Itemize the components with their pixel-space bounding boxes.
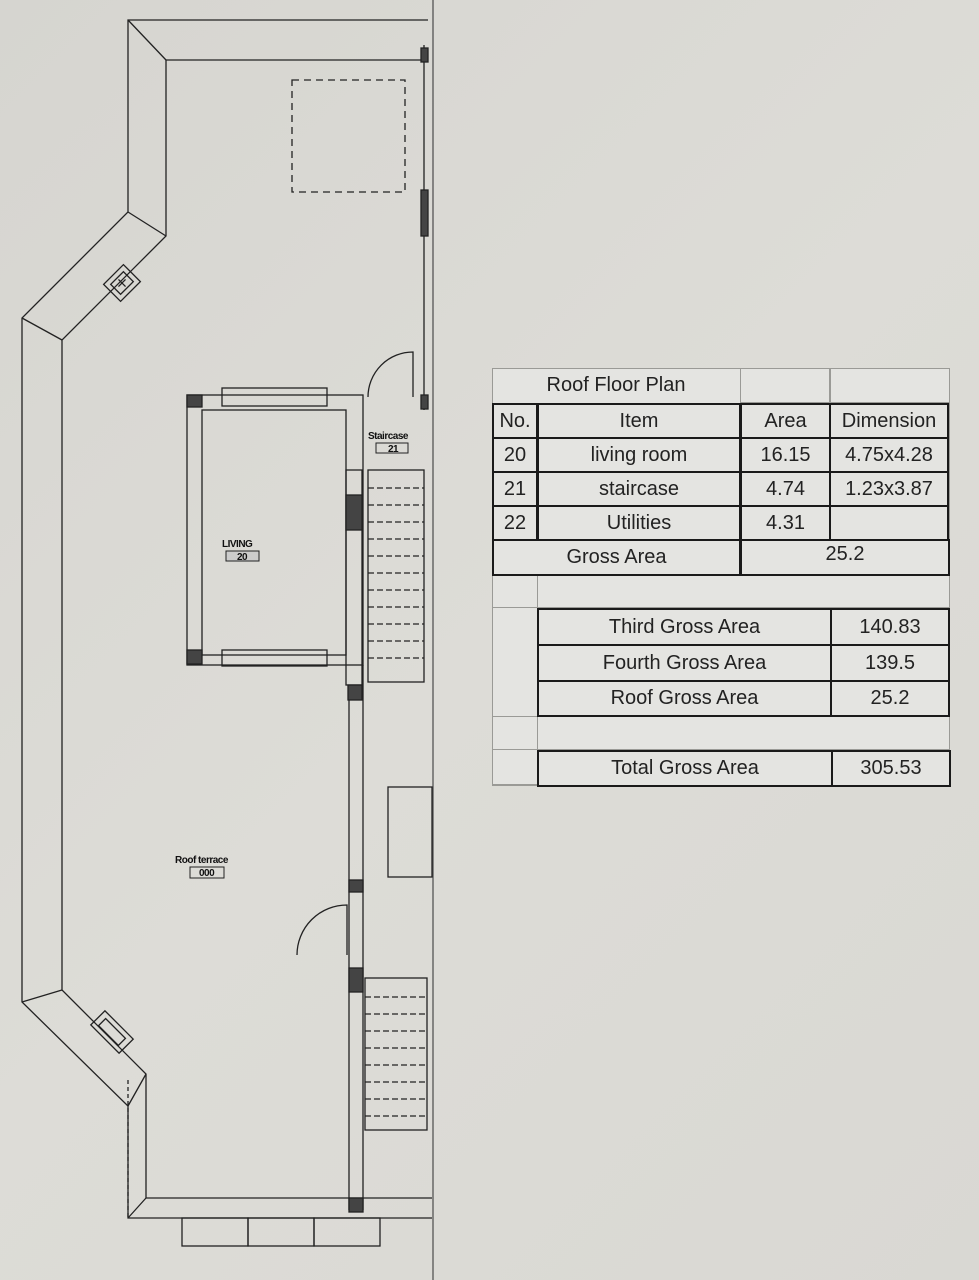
door-swing bbox=[367, 351, 414, 398]
total-gross-area-label: Total Gross Area bbox=[537, 750, 833, 787]
summary-label: Fourth Gross Area bbox=[537, 644, 832, 682]
row-no: 22 bbox=[492, 505, 538, 541]
row-area: 4.74 bbox=[740, 471, 831, 507]
roof-drain-icon bbox=[89, 1009, 135, 1055]
outer-parapet-wall bbox=[21, 19, 432, 1219]
living-room-walls bbox=[186, 394, 364, 666]
inner-parapet-wall bbox=[61, 59, 432, 1199]
room-label-staircase: Staircase bbox=[368, 431, 409, 442]
table-title: Roof Floor Plan bbox=[546, 374, 686, 396]
row-no: 20 bbox=[492, 437, 538, 473]
row-no: 21 bbox=[492, 471, 538, 507]
gross-area-value: 25.2 bbox=[740, 539, 950, 576]
summary-value: 140.83 bbox=[830, 608, 950, 646]
room-label-roof-terrace: Roof terrace bbox=[175, 855, 229, 866]
row-item: staircase bbox=[537, 471, 741, 507]
row-area: 16.15 bbox=[740, 437, 831, 473]
header-dimension: Dimension bbox=[829, 403, 949, 439]
row-item: Utilities bbox=[537, 505, 741, 541]
header-no: No. bbox=[492, 403, 538, 439]
door-swing bbox=[296, 904, 348, 956]
room-code-roof-terrace: 000 bbox=[199, 868, 215, 879]
summary-value: 139.5 bbox=[830, 644, 950, 682]
roof-drain-icon bbox=[102, 263, 142, 303]
staircase-steps bbox=[367, 469, 425, 683]
lower-staircase-steps bbox=[364, 977, 428, 1131]
header-area: Area bbox=[740, 403, 831, 439]
row-dimension: 1.23x3.87 bbox=[829, 471, 949, 507]
row-dimension bbox=[829, 505, 949, 541]
skylight-outline bbox=[291, 79, 406, 193]
room-code-staircase: 21 bbox=[388, 444, 399, 455]
room-code-living: 20 bbox=[237, 552, 248, 563]
total-gross-area-value: 305.53 bbox=[831, 750, 951, 787]
gross-area-label: Gross Area bbox=[492, 539, 741, 576]
row-item: living room bbox=[537, 437, 741, 473]
row-dimension: 4.75x4.28 bbox=[829, 437, 949, 473]
header-item: Item bbox=[537, 403, 741, 439]
summary-value: 25.2 bbox=[830, 680, 950, 717]
summary-label: Third Gross Area bbox=[537, 608, 832, 646]
room-label-living: LIVING bbox=[222, 539, 253, 550]
row-area: 4.31 bbox=[740, 505, 831, 541]
summary-label: Roof Gross Area bbox=[537, 680, 832, 717]
